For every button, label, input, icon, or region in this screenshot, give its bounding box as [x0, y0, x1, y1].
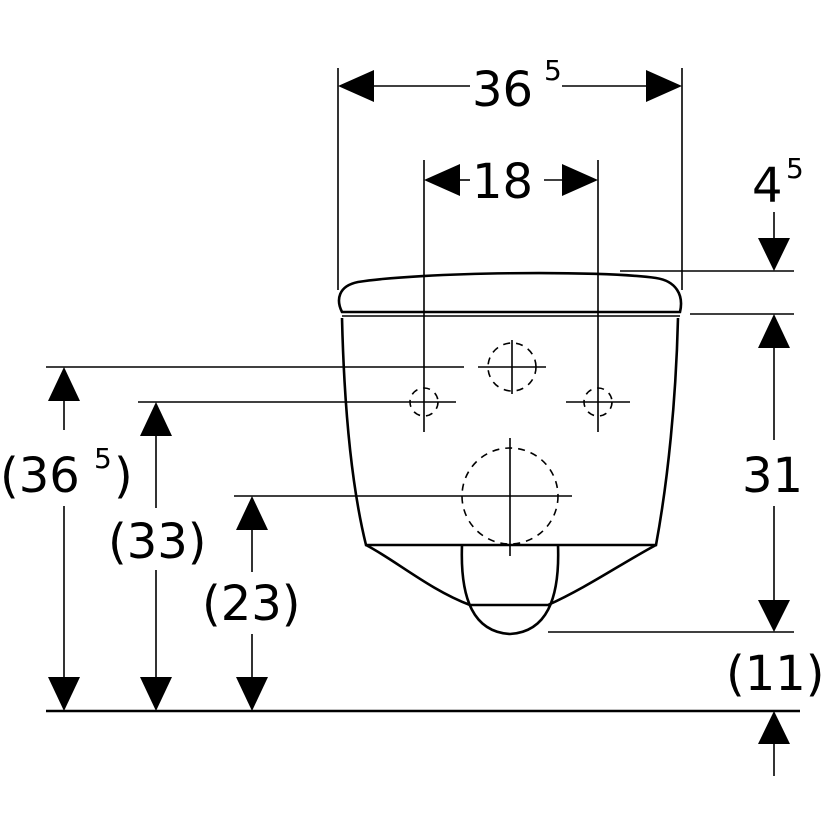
dim-width-label: 36	[472, 62, 533, 118]
dim-inlet-close: )	[114, 448, 133, 504]
dim-outletheight-label: (23)	[202, 576, 301, 632]
toilet-body	[340, 317, 680, 547]
toilet-base	[365, 543, 657, 607]
dim-fixing-arrow-right	[562, 164, 598, 196]
dim-overhang-label: 4	[752, 158, 783, 214]
dim-width-arrow-right	[646, 70, 682, 102]
dim-outletheight-arrow-bottom	[236, 677, 268, 711]
dim-width-sup: 5	[544, 54, 562, 87]
dim-width-arrow-left	[338, 70, 374, 102]
dim-overhang-arrow	[758, 238, 790, 271]
dim-fixheight-arrow-bottom	[140, 677, 172, 711]
dim-inlet-arrow-top	[48, 367, 80, 401]
dim-pan-arrow-top	[758, 314, 790, 348]
dim-inlet-label: (36	[0, 448, 80, 504]
dim-inlet-arrow-bottom	[48, 677, 80, 711]
dim-outletheight-arrow-top	[236, 496, 268, 530]
dim-fixheight-label: (33)	[108, 514, 207, 570]
seat-lid	[337, 271, 683, 314]
dim-pan-arrow-bottom	[758, 600, 790, 632]
dim-fixing-label: 18	[472, 154, 533, 210]
dim-fixheight-arrow-top	[140, 402, 172, 436]
dim-floor-gap-label: (11)	[726, 646, 825, 702]
dim-fixing-arrow-left	[424, 164, 460, 196]
outlet-spigot	[460, 544, 560, 636]
dim-inlet-sup: 5	[94, 442, 112, 475]
dim-overhang-sup: 5	[786, 152, 804, 185]
dim-floor-gap-arrow	[758, 711, 790, 744]
dim-pan-label: 31	[742, 448, 803, 504]
